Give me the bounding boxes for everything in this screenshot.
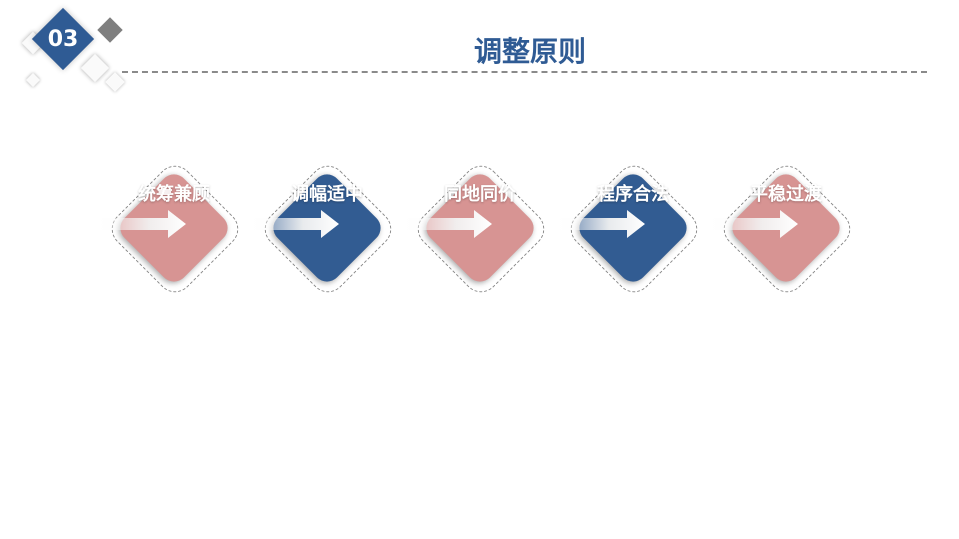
step-label: 统筹兼顾 — [138, 184, 210, 205]
step-5[interactable]: 平稳过渡 — [706, 148, 866, 308]
right-arrow-icon — [249, 210, 339, 238]
step-2[interactable]: 调幅适中 — [247, 148, 407, 308]
section-number: 03 — [47, 27, 79, 52]
step-1[interactable]: 统筹兼顾 — [94, 148, 254, 308]
right-arrow-icon — [402, 210, 492, 238]
right-arrow-icon — [708, 210, 798, 238]
step-label: 平稳过渡 — [750, 184, 822, 205]
step-4[interactable]: 程序合法 — [553, 148, 713, 308]
right-arrow-icon — [555, 210, 645, 238]
right-arrow-icon — [96, 210, 186, 238]
section-badge: 03 — [0, 0, 140, 95]
step-label: 调幅适中 — [291, 184, 363, 205]
page-title: 调整原则 — [473, 35, 586, 68]
title-divider — [122, 71, 927, 73]
step-3[interactable]: 同地同价 — [400, 148, 560, 308]
step-label: 同地同价 — [444, 184, 516, 205]
step-label: 程序合法 — [597, 184, 669, 205]
